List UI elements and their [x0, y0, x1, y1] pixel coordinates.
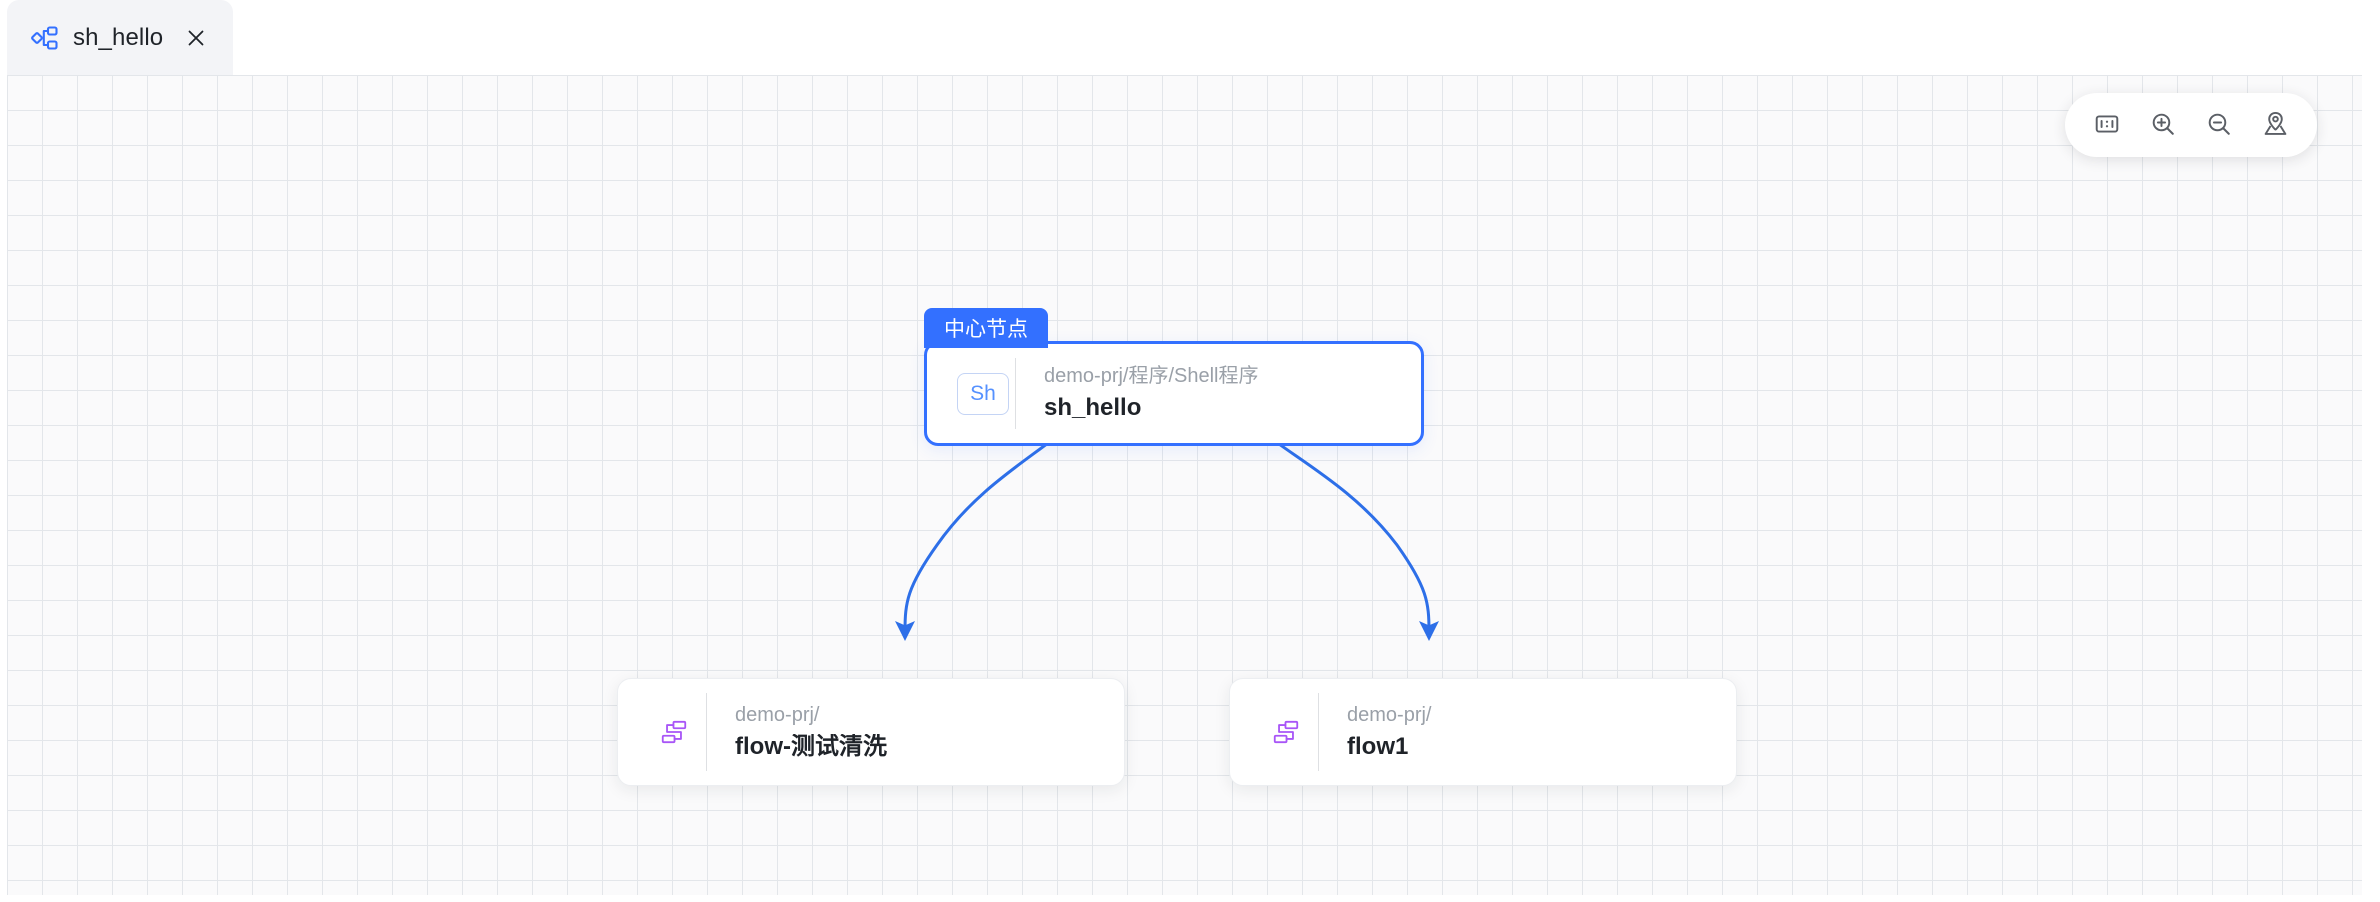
center-node-title: sh_hello	[1044, 395, 1142, 422]
flow-1-path: demo-prj/	[735, 703, 820, 726]
flow-1-card[interactable]: demo-prj/ flow-测试清洗	[617, 678, 1125, 786]
center-node-card[interactable]: Sh demo-prj/程序/Shell程序 sh_hello	[924, 341, 1424, 446]
graph-canvas[interactable]: 中心节点 Sh demo-prj/程序/Shell程序 sh_hello	[7, 75, 2362, 895]
shell-type-badge: Sh	[957, 372, 1009, 415]
node-divider	[1318, 693, 1319, 771]
map-pin-icon	[2262, 110, 2289, 140]
zoom-in-button[interactable]	[2135, 97, 2191, 153]
center-node-path: demo-prj/程序/Shell程序	[1044, 365, 1259, 388]
zoom-out-icon	[2206, 111, 2232, 140]
zoom-out-button[interactable]	[2191, 97, 2247, 153]
canvas-toolbar	[2065, 93, 2317, 157]
locate-button[interactable]	[2247, 97, 2303, 153]
close-icon[interactable]	[183, 25, 209, 51]
flow-2-path: demo-prj/	[1347, 703, 1432, 726]
node-center[interactable]: 中心节点 Sh demo-prj/程序/Shell程序 sh_hello	[924, 308, 1424, 446]
tab-bar: sh_hello	[0, 0, 2380, 75]
node-divider	[706, 693, 707, 771]
flow-2-card[interactable]: demo-prj/ flow1	[1229, 678, 1737, 786]
relationship-graph-icon	[31, 24, 59, 52]
flow-icon	[1254, 717, 1318, 747]
center-node-text: demo-prj/程序/Shell程序 sh_hello	[1016, 365, 1397, 421]
flow-2-title: flow1	[1347, 733, 1409, 760]
actual-size-button[interactable]	[2079, 97, 2135, 153]
tab-sh-hello[interactable]: sh_hello	[7, 0, 234, 75]
node-flow-2[interactable]: demo-prj/ flow1	[1229, 678, 1737, 786]
flow-1-title: flow-测试清洗	[735, 733, 887, 760]
center-node-badge: 中心节点	[924, 308, 1048, 348]
one-to-one-icon	[2094, 111, 2120, 140]
center-node-icon: Sh	[951, 372, 1015, 415]
flow-1-text: demo-prj/ flow-测试清洗	[707, 704, 1100, 760]
node-flow-1[interactable]: demo-prj/ flow-测试清洗	[617, 678, 1125, 786]
flow-2-text: demo-prj/ flow1	[1319, 704, 1712, 760]
zoom-in-icon	[2150, 111, 2176, 140]
tab-label: sh_hello	[73, 23, 164, 51]
flow-icon	[642, 717, 706, 747]
edge-layer	[895, 342, 1439, 641]
